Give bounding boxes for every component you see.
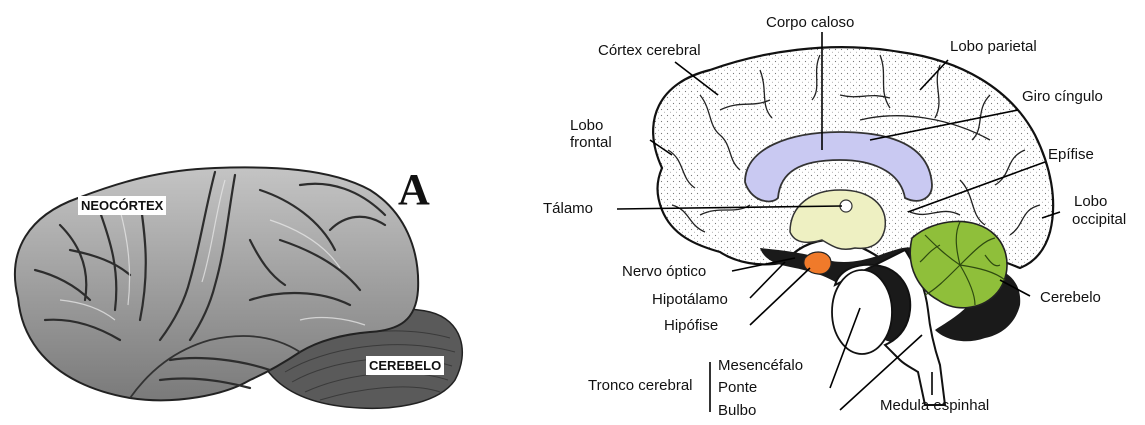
lobo-frontal-label-2: frontal <box>570 134 612 151</box>
giro-cingulo-label: Giro cíngulo <box>1022 88 1103 105</box>
sagittal-brain-drawing <box>653 47 1053 405</box>
nervo-optico-label: Nervo óptico <box>622 263 706 280</box>
corpo-caloso-label: Corpo caloso <box>766 14 854 31</box>
cerebelo-label-a: CEREBELO <box>366 356 444 375</box>
epifise-label: Epífise <box>1048 146 1094 163</box>
hipotalamo-label: Hipotálamo <box>652 291 728 308</box>
lobo-occipital-label-2: occipital <box>1072 211 1126 228</box>
hipofise-label: Hipófise <box>664 317 718 334</box>
medula-espinhal-label: Medula espinhal <box>880 397 989 414</box>
tronco-cerebral-label: Tronco cerebral <box>588 377 693 394</box>
cerebelo-label-b: Cerebelo <box>1040 289 1101 306</box>
cortex-cerebral-label: Córtex cerebral <box>598 42 701 59</box>
lobo-parietal-label: Lobo parietal <box>950 38 1037 55</box>
lobo-frontal-label-1: Lobo <box>570 117 603 134</box>
mesencefalo-label: Mesencéfalo <box>718 357 803 374</box>
bulbo-label: Bulbo <box>718 402 756 419</box>
lobo-occipital-label-1: Lobo <box>1074 193 1107 210</box>
talamo-label: Tálamo <box>543 200 593 217</box>
ponte-label: Ponte <box>718 379 757 396</box>
panel-letter: A <box>398 164 430 215</box>
neocortex-label: NEOCÓRTEX <box>78 196 166 215</box>
